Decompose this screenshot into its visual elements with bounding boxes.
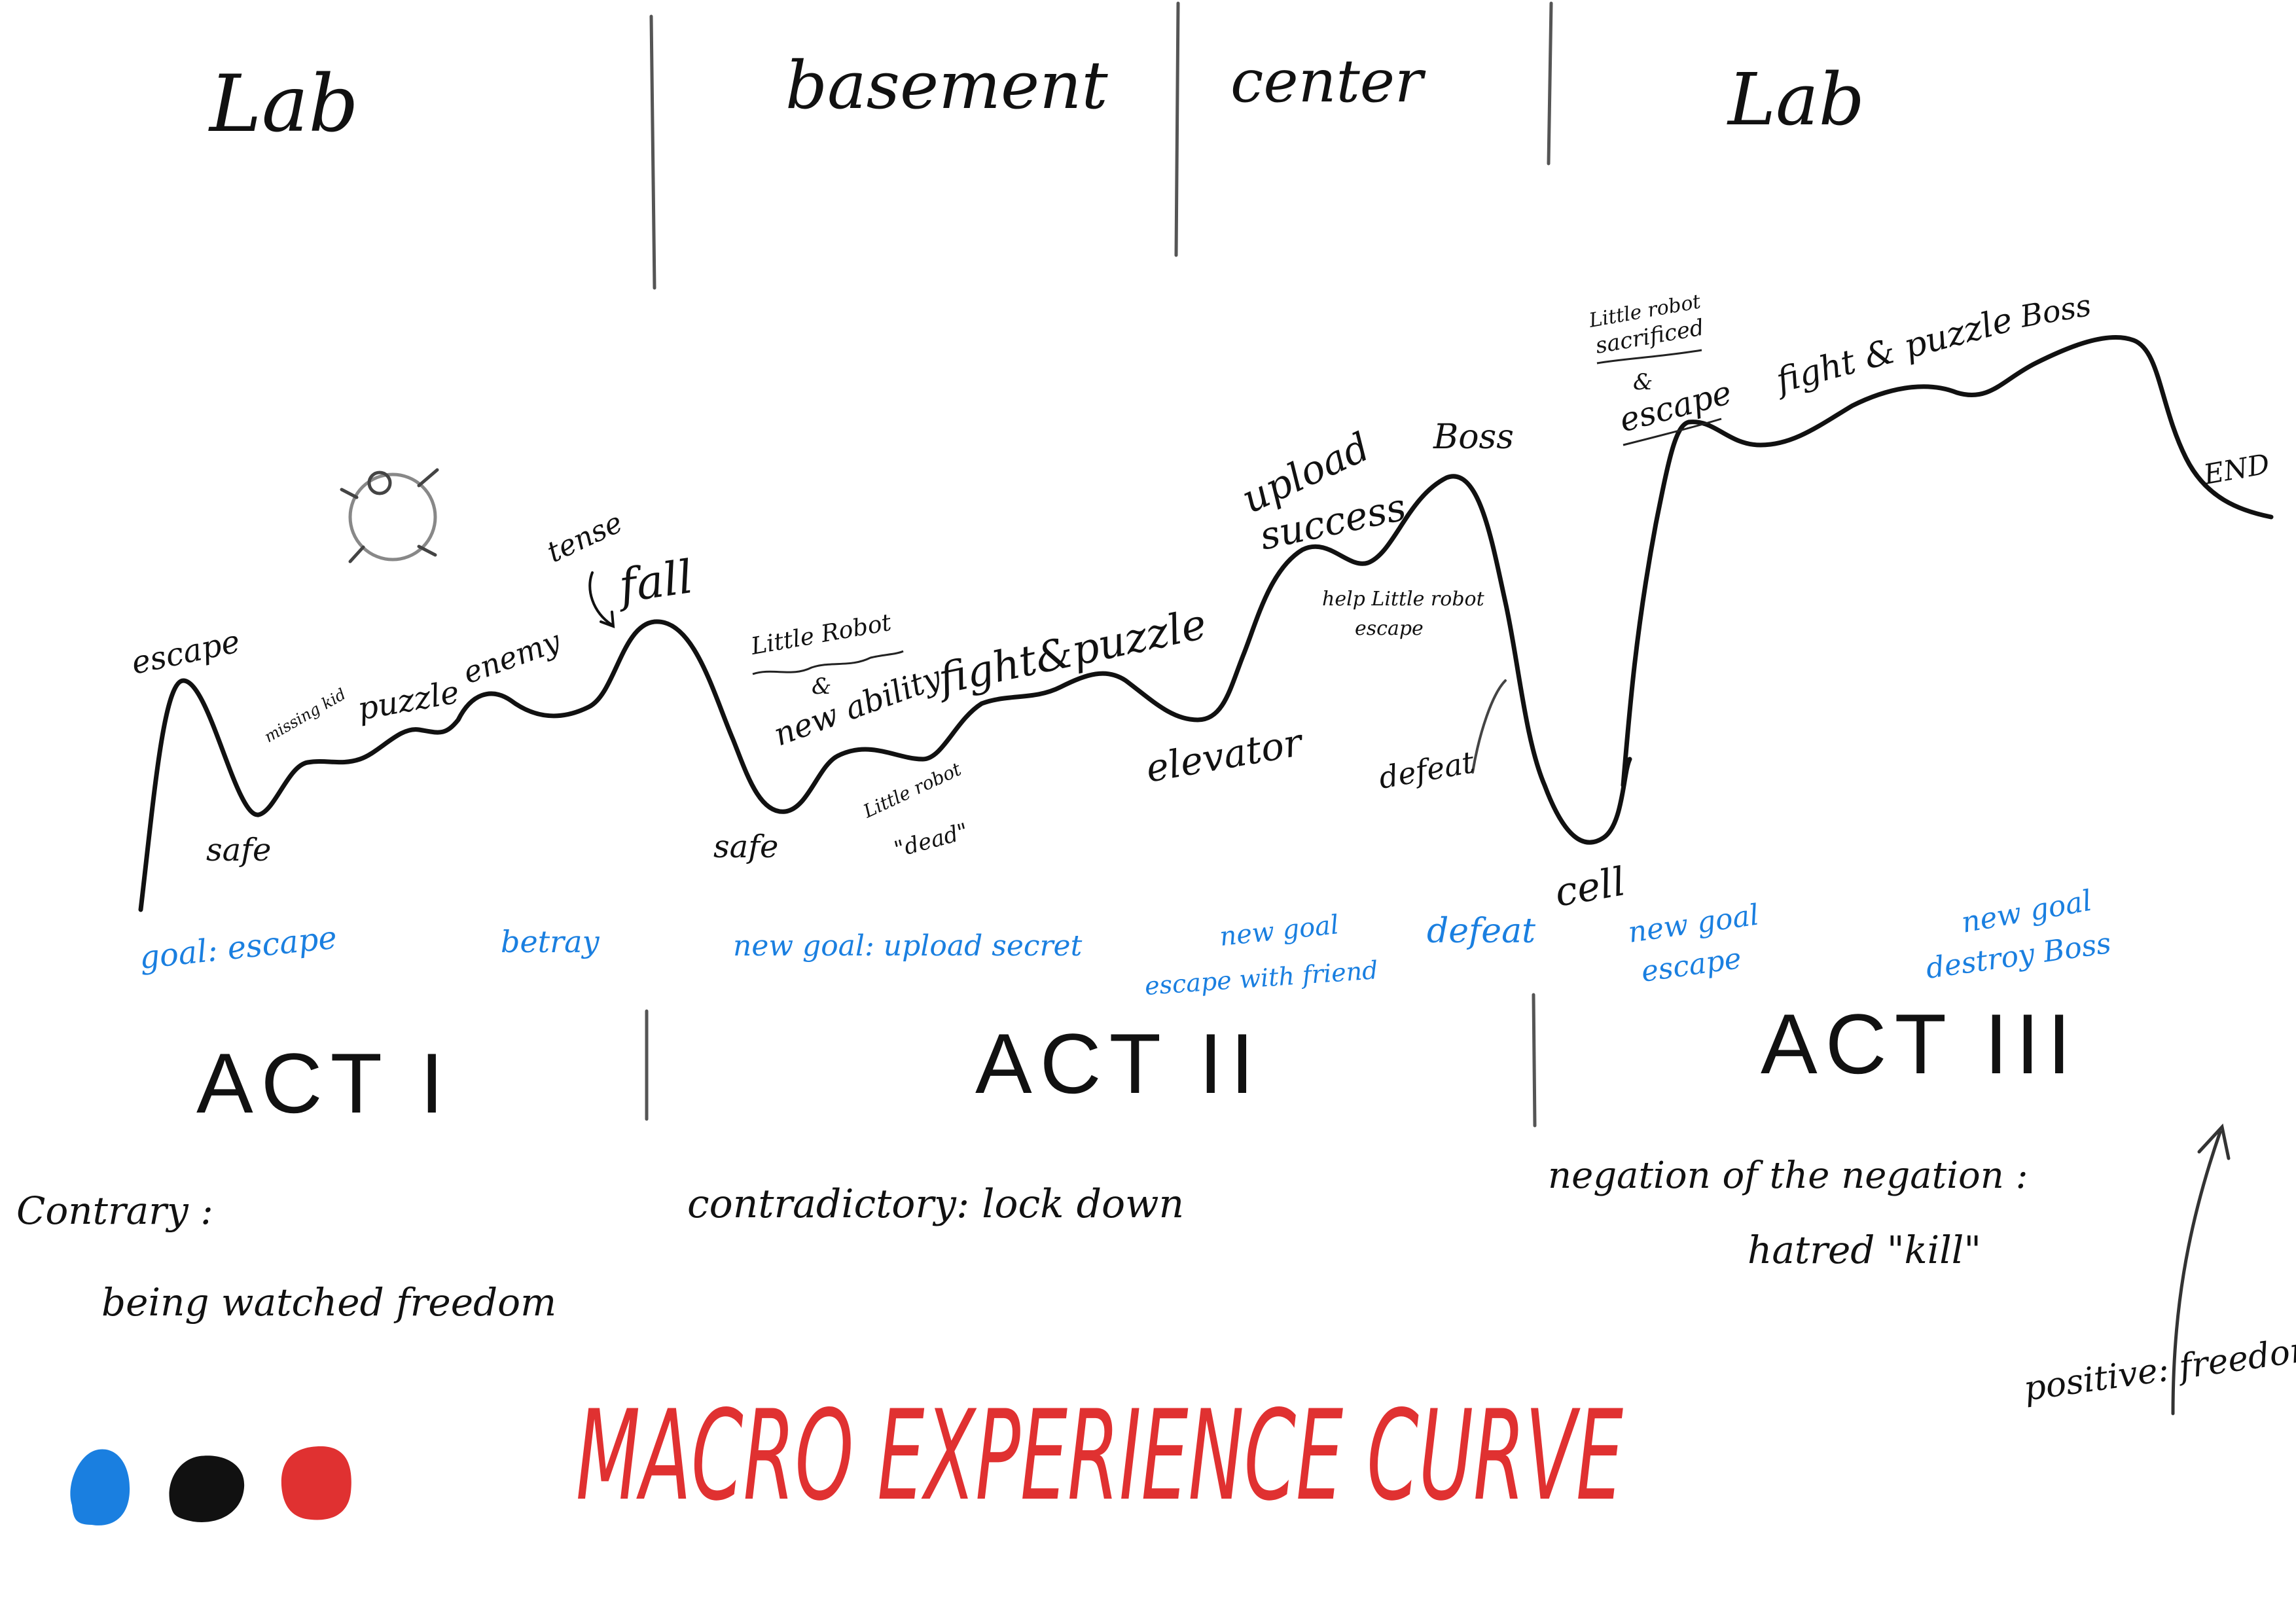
label-end: END [2200, 448, 2272, 491]
act-divider [1532, 993, 1537, 1128]
curve-act2 [783, 474, 1632, 845]
location-divider [1174, 1, 1180, 257]
curve-labels: escape safe missing kid puzzle enemy ten… [128, 287, 2272, 916]
label-defeat-1: defeat [1376, 744, 1477, 796]
experience-curve [138, 335, 2274, 912]
label-escape: escape [128, 623, 243, 682]
swatch-red [281, 1446, 351, 1520]
label-dead: "dead" [891, 818, 971, 863]
label-help-little-robot: help Little robot [1322, 588, 1485, 611]
act-dividers [645, 993, 1537, 1128]
goal-escape-friend-1: new goal [1218, 910, 1340, 952]
label-enemy: enemy [458, 623, 565, 691]
label-cell: cell [1551, 859, 1628, 916]
location-divider [1547, 1, 1553, 166]
defeat-stroke [1471, 679, 1507, 774]
label-fight-puzzle-1: fight&puzzle [932, 600, 1211, 705]
color-swatches [70, 1446, 351, 1525]
goal-defeat: defeat [1427, 912, 1535, 951]
goal-betray: betray [501, 924, 600, 959]
underline-sacrificed [1596, 349, 1702, 365]
theme-act3-a: negation of the negation : [1548, 1154, 2028, 1197]
label-tense: tense [542, 506, 628, 569]
location-divider [649, 14, 656, 290]
label-amp-1: & [812, 673, 831, 700]
label-elevator: elevator [1143, 719, 1308, 791]
label-fight-puzzle-2: fight & puzzle [1770, 300, 2017, 402]
label-little-robot-dead: Little robot [859, 758, 965, 823]
goal-escape-friend-2: escape with friend [1144, 955, 1379, 1001]
label-safe-1: safe [206, 832, 271, 868]
label-fall: fall [613, 550, 696, 614]
underline-wavy [752, 650, 904, 675]
act-2-heading: ACT II [975, 1016, 1262, 1111]
label-missing-kid: missing kid [261, 685, 349, 747]
theme-notes: Contrary : being watched freedom contrad… [16, 1154, 2296, 1409]
label-puzzle: puzzle [355, 674, 461, 728]
goal-destroy-boss-2: destroy Boss [1924, 927, 2113, 986]
diagram-title: MACRO EXPERIENCE CURVE [576, 1383, 1623, 1528]
location-lab-1: Lab [208, 59, 359, 150]
theme-act2: contradictory: lock down [687, 1181, 1184, 1227]
swatch-blue [70, 1449, 130, 1525]
label-boss-2: Boss [2017, 287, 2094, 334]
positive-arrow [2171, 1123, 2231, 1416]
swatch-black [169, 1455, 245, 1522]
goal-upload-secret: new goal: upload secret [733, 929, 1083, 963]
goal-new-escape-1: new goal [1626, 898, 1761, 949]
label-help-escape: escape [1355, 617, 1424, 640]
location-dividers [649, 1, 1553, 290]
location-basement: basement [785, 47, 1109, 124]
location-labels: Lab basement center Lab [208, 47, 1865, 150]
goal-new-escape-2: escape [1639, 942, 1743, 989]
theme-positive: positive: freedom [2021, 1329, 2296, 1409]
label-amp-2: & [1633, 369, 1653, 395]
location-center: center [1230, 47, 1426, 116]
goal-annotations: goal: escape betray new goal: upload sec… [137, 884, 2113, 1001]
theme-act1-a: Contrary : [16, 1188, 213, 1233]
label-safe-2: safe [713, 829, 778, 865]
sketch-circle-icon [340, 468, 439, 563]
location-lab-2: Lab [1727, 58, 1865, 141]
curve-act3 [1621, 335, 2274, 788]
goal-escape: goal: escape [137, 919, 338, 976]
theme-act1-b: being watched freedom [101, 1280, 556, 1325]
label-boss-1: Boss [1433, 418, 1514, 457]
theme-act3-b: hatred "kill" [1748, 1228, 1981, 1272]
underline-escape-2 [1623, 418, 1722, 446]
curve-act1 [138, 619, 788, 912]
act-3-heading: ACT III [1761, 996, 2079, 1092]
label-new-ability: new ability [769, 659, 946, 753]
tense-arrow [588, 571, 615, 628]
act-1-heading: ACT I [196, 1035, 452, 1131]
act-headings: ACT I ACT II ACT III [196, 996, 2079, 1131]
label-little-robot: Little Robot [748, 609, 893, 660]
